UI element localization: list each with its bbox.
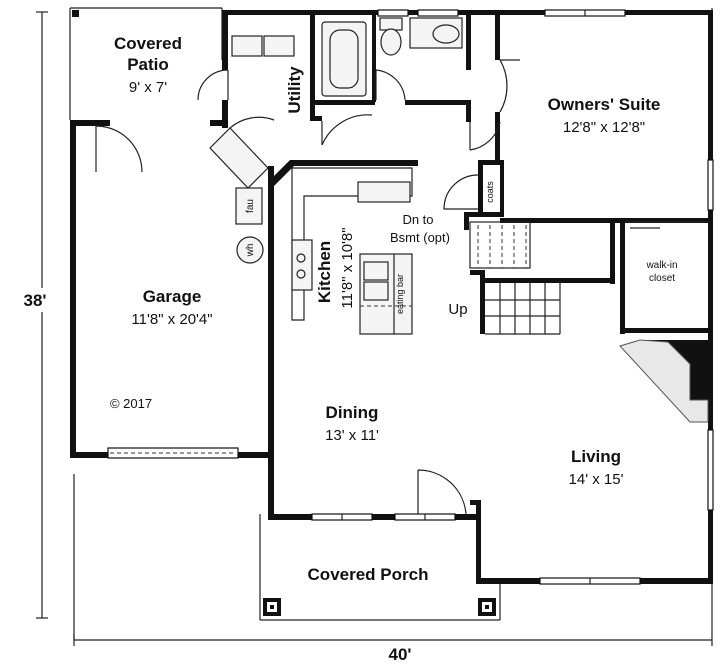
copyright-label: © 2017 — [110, 396, 152, 411]
covered-patio-label-2: Patio — [127, 55, 169, 74]
fau-label: fau — [245, 199, 256, 213]
kitchen-size: 11'8" x 10'8" — [339, 227, 356, 308]
garage-door — [107, 447, 239, 459]
eating-bar-label: eating bar — [395, 274, 405, 314]
utility-label: Utility — [285, 66, 304, 114]
covered-patio-size: 9' x 7' — [129, 79, 167, 96]
living-label: Living — [571, 447, 621, 466]
living-size: 14' x 15' — [569, 471, 624, 488]
kitchen-label: Kitchen — [315, 241, 334, 303]
dining-label: Dining — [326, 403, 379, 422]
garage-size: 11'8" x 20'4" — [131, 311, 212, 328]
covered-patio-label-1: Covered — [114, 34, 182, 53]
owners-suite-size: 12'8" x 12'8" — [563, 119, 645, 136]
covered-porch-label: Covered Porch — [308, 565, 429, 584]
water-heater-label: wh — [245, 244, 256, 258]
coats-label: coats — [485, 181, 495, 203]
dim-width-bg — [380, 644, 420, 664]
stairs-up-label: Up — [448, 301, 467, 318]
dimension-height: 38' — [24, 291, 47, 310]
walk-in-label-1: walk-in — [645, 260, 677, 271]
windows — [311, 9, 714, 585]
dimension-width: 40' — [389, 645, 412, 664]
stairs-down-label-2: Bsmt (opt) — [390, 230, 450, 245]
owners-suite-label: Owners' Suite — [548, 95, 661, 114]
dim-height-bg — [20, 288, 50, 312]
stairs-down-label-1: Dn to — [402, 212, 433, 227]
dining-size: 13' x 11' — [325, 427, 379, 444]
walk-in-label-2: closet — [649, 273, 675, 284]
garage-label: Garage — [143, 287, 202, 306]
fixtures — [231, 17, 709, 423]
doors — [95, 59, 705, 515]
walls — [70, 10, 713, 584]
covered-porch-outline — [259, 514, 501, 621]
